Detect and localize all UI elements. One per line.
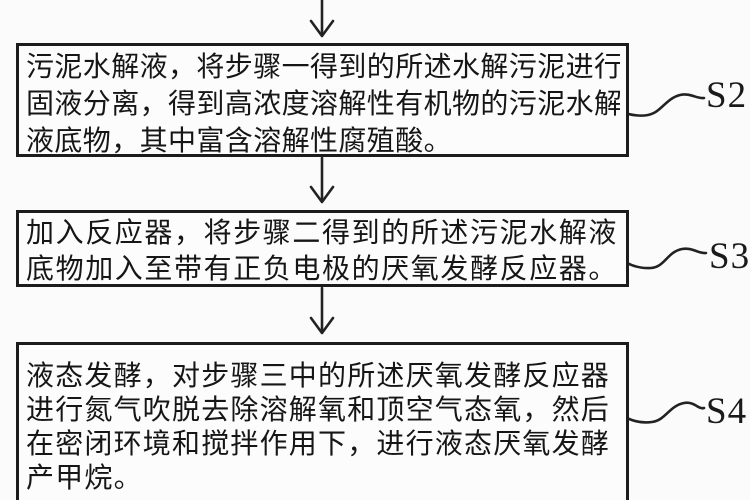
step-label-s3: S3 bbox=[709, 236, 750, 277]
step-label-s4: S4 bbox=[706, 391, 748, 432]
arrow-down-icon bbox=[309, 156, 335, 204]
step-text-line: 固液分离，得到高浓度溶解性有机物的污泥水解 bbox=[26, 88, 620, 119]
step-text-line: 污泥水解液，将步骤一得到的所述水解污泥进行 bbox=[26, 51, 620, 82]
step-box-s3: 加入反应器，将步骤二得到的所述污泥水解液 底物加入至带有正负电极的厌氧发酵反应器… bbox=[16, 210, 629, 287]
step-text-line: 液底物，其中富含溶解性腐殖酸。 bbox=[26, 125, 453, 156]
step-text-line: 产甲烷。 bbox=[26, 462, 143, 493]
step-text-line: 液态发酵，对步骤三中的所述厌氧发酵反应器 bbox=[26, 360, 611, 391]
step-box-s2: 污泥水解液，将步骤一得到的所述水解污泥进行 固液分离，得到高浓度溶解性有机物的污… bbox=[16, 43, 629, 157]
arrow-down-icon bbox=[309, 286, 335, 335]
step-text-line: 底物加入至带有正负电极的厌氧发酵反应器。 bbox=[26, 253, 619, 284]
step-label-s2: S2 bbox=[706, 75, 748, 116]
arrow-down-icon bbox=[309, 0, 335, 38]
step-text-line: 加入反应器，将步骤二得到的所述污泥水解液 bbox=[26, 217, 619, 248]
step-box-s4: 液态发酵，对步骤三中的所述厌氧发酵反应器 进行氮气吹脱去除溶解氧和顶空气态氧，然… bbox=[16, 342, 629, 500]
step-text-line: 在密闭环境和搅拌作用下，进行液态厌氧发酵 bbox=[26, 428, 611, 459]
step-text-line: 进行氮气吹脱去除溶解氧和顶空气态氧，然后 bbox=[26, 394, 611, 425]
